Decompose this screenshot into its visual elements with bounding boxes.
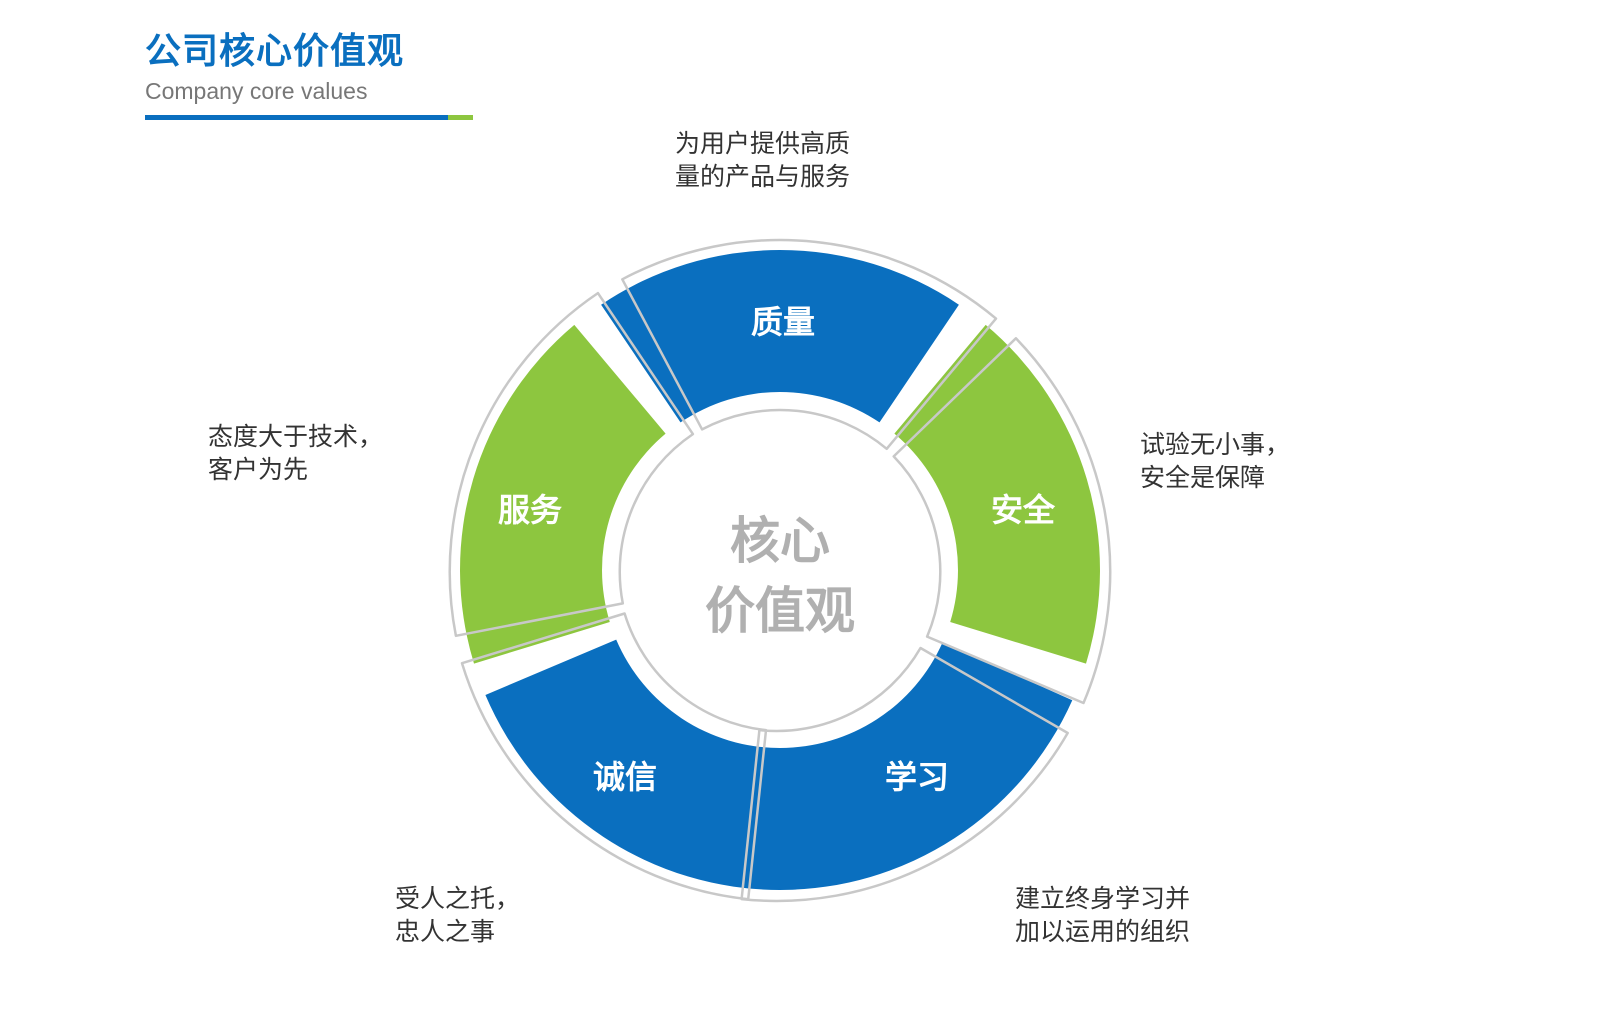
desc-service: 态度大于技术，客户为先 <box>208 422 384 484</box>
segment-label-safety: 安全 <box>991 491 1056 529</box>
segment-safety <box>894 324 1100 664</box>
segment-learning <box>780 642 1073 890</box>
desc-learning: 建立终身学习并加以运用的组织 <box>1015 884 1191 946</box>
segment-label-learning: 学习 <box>885 758 949 796</box>
desc-quality: 为用户提供高质量的产品与服务 <box>675 129 851 191</box>
center-text-line2: 价值观 <box>705 582 855 640</box>
title-underline-blue <box>145 115 448 120</box>
segment-label-quality: 质量 <box>751 303 815 341</box>
segment-label-integrity: 诚信 <box>593 758 657 796</box>
desc-integrity: 受人之托，忠人之事 <box>395 884 521 946</box>
segment-outline-integrity <box>460 612 768 901</box>
segment-quality <box>601 250 959 423</box>
segment-integrity <box>485 639 780 890</box>
segment-label-service: 服务 <box>498 491 562 529</box>
segment-outline-service <box>448 291 695 638</box>
center-text-line1: 核心 <box>730 512 830 570</box>
segment-outline-safety <box>892 337 1112 705</box>
page-title: 公司核心价值观 <box>145 31 405 72</box>
segment-outline-learning <box>740 646 1069 903</box>
desc-safety: 试验无小事，安全是保障 <box>1140 430 1291 492</box>
title-underline-green <box>448 115 473 120</box>
page-subtitle: Company core values <box>145 78 368 104</box>
segment-outline-quality <box>621 238 998 451</box>
segment-service <box>460 324 666 664</box>
